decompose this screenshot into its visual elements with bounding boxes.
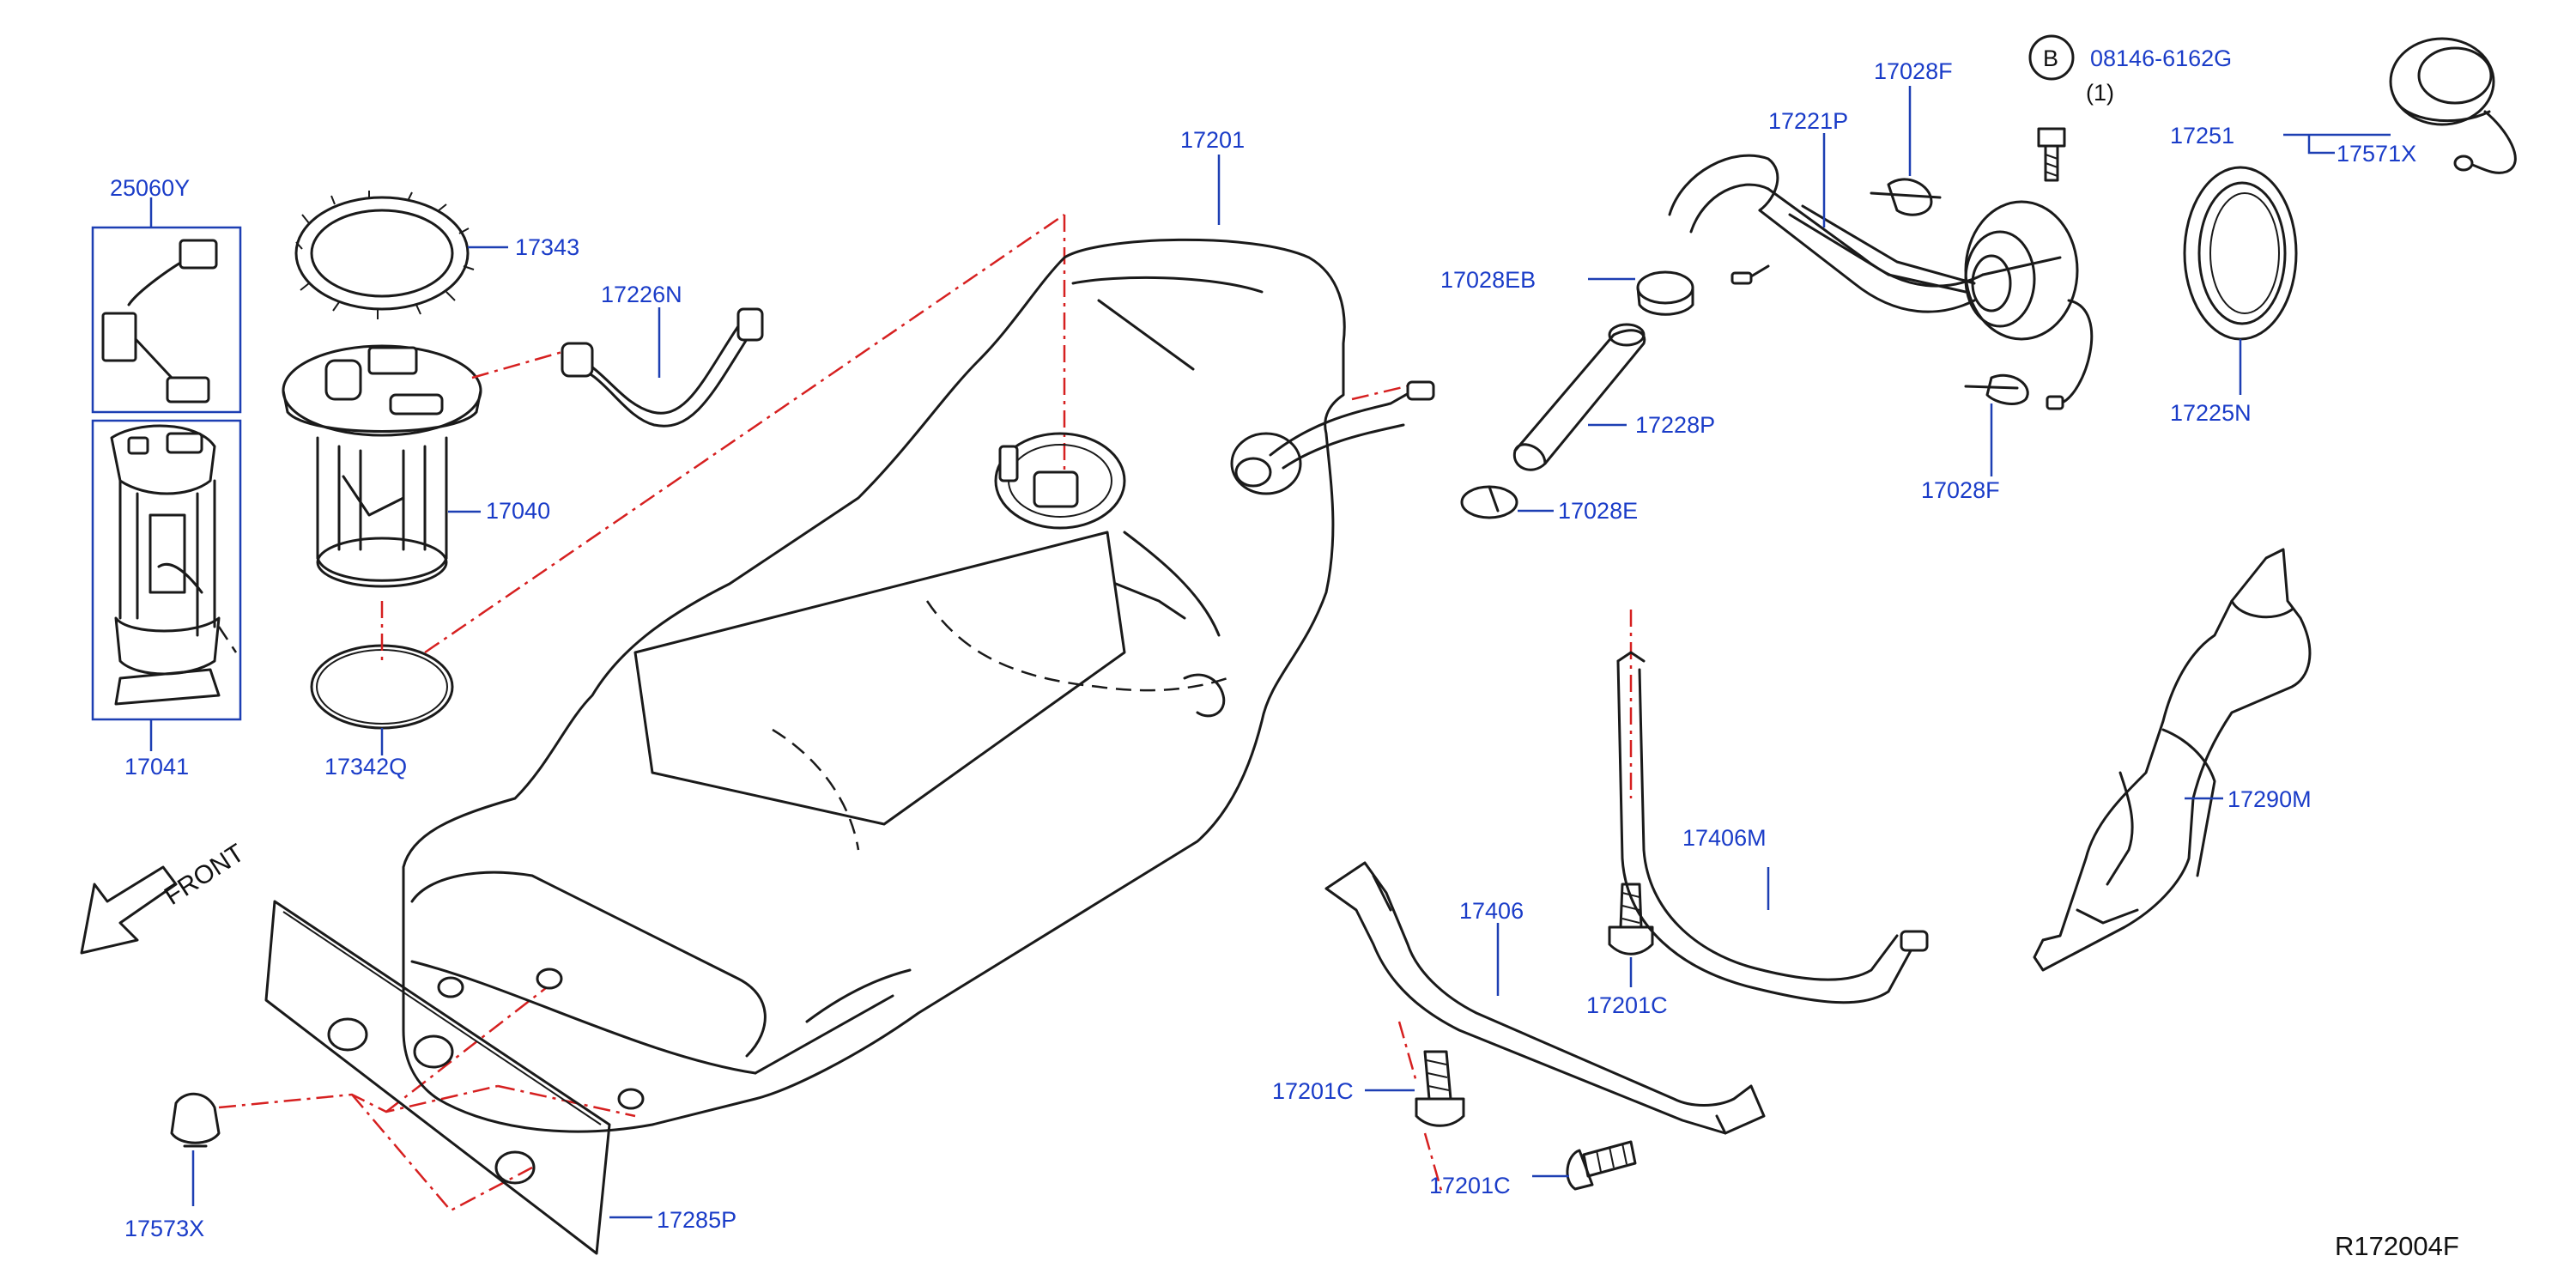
label-17028EB: 17028EB xyxy=(1440,267,1536,293)
strap-17406 xyxy=(1324,861,1766,1135)
heat-shield-17285P xyxy=(264,900,652,1255)
label-17342Q: 17342Q xyxy=(324,754,407,780)
label-17040: 17040 xyxy=(486,498,550,524)
filler-tube-17221P xyxy=(1668,133,2094,410)
reference-lines xyxy=(218,213,1633,1212)
o-ring-17342Q xyxy=(310,644,454,755)
fuel-cap-17251 xyxy=(2283,37,2517,174)
bolt-08146-6162G: B xyxy=(2028,34,2075,182)
label-17343: 17343 xyxy=(515,234,579,260)
clip-17028F-top xyxy=(1870,86,1942,216)
fuel-pump-module-17041 xyxy=(91,419,242,751)
bolt-17201C-b xyxy=(1608,883,1654,987)
clip-17573X xyxy=(170,1092,221,1206)
diagram-code: R172004F xyxy=(2335,1231,2459,1261)
fuel-tank-17201 xyxy=(402,155,1435,1133)
bolt-17201C-c xyxy=(1532,1140,1637,1191)
label-08146-6162G: 08146-6162G xyxy=(2090,46,2232,71)
front-label: FRONT xyxy=(160,839,250,911)
label-17406M: 17406M xyxy=(1682,825,1767,851)
label-17028F-bottom: 17028F xyxy=(1921,477,2000,503)
part-labels: 25060Y 17041 17343 17040 17342Q 17226N 1… xyxy=(110,46,2459,1261)
label-17406: 17406 xyxy=(1459,898,1524,924)
lock-ring-17343 xyxy=(294,191,508,319)
label-17041: 17041 xyxy=(124,754,189,780)
label-17225N: 17225N xyxy=(2170,400,2252,426)
label-17028E: 17028E xyxy=(1558,498,1638,524)
sender-unit-25060Y-frame xyxy=(91,197,242,414)
protector-17290M xyxy=(2033,548,2312,972)
label-17201: 17201 xyxy=(1180,127,1245,153)
label-17290M: 17290M xyxy=(2227,786,2312,812)
label-17285P: 17285P xyxy=(657,1207,736,1233)
label-17571X: 17571X xyxy=(2337,141,2416,167)
clip-17028F-bottom xyxy=(1964,373,2029,476)
gasket-17225N xyxy=(2183,166,2298,395)
label-17028F-top: 17028F xyxy=(1874,58,1953,84)
strap-17406M xyxy=(1616,651,1929,1004)
clamp-17028E xyxy=(1460,485,1554,519)
label-17201C-c: 17201C xyxy=(1429,1173,1511,1198)
clamp-17028EB xyxy=(1588,270,1694,316)
front-direction-arrow: FRONT xyxy=(80,839,250,955)
label-bolt-quantity: (1) xyxy=(2086,80,2114,106)
label-17221P: 17221P xyxy=(1768,108,1848,134)
label-17226N: 17226N xyxy=(601,282,682,307)
hose-17226N xyxy=(561,307,764,428)
label-17251: 17251 xyxy=(2170,123,2234,149)
bolt-symbol: B xyxy=(2043,46,2058,71)
hose-17228P xyxy=(1512,323,1646,471)
label-25060Y: 25060Y xyxy=(110,175,190,201)
label-17201C-a: 17201C xyxy=(1272,1078,1354,1104)
label-17573X: 17573X xyxy=(124,1216,204,1241)
bolt-17201C-a xyxy=(1365,1050,1465,1127)
label-17201C-b: 17201C xyxy=(1586,992,1668,1018)
label-17228P: 17228P xyxy=(1635,412,1715,438)
fuel-pump-17040 xyxy=(282,344,482,588)
